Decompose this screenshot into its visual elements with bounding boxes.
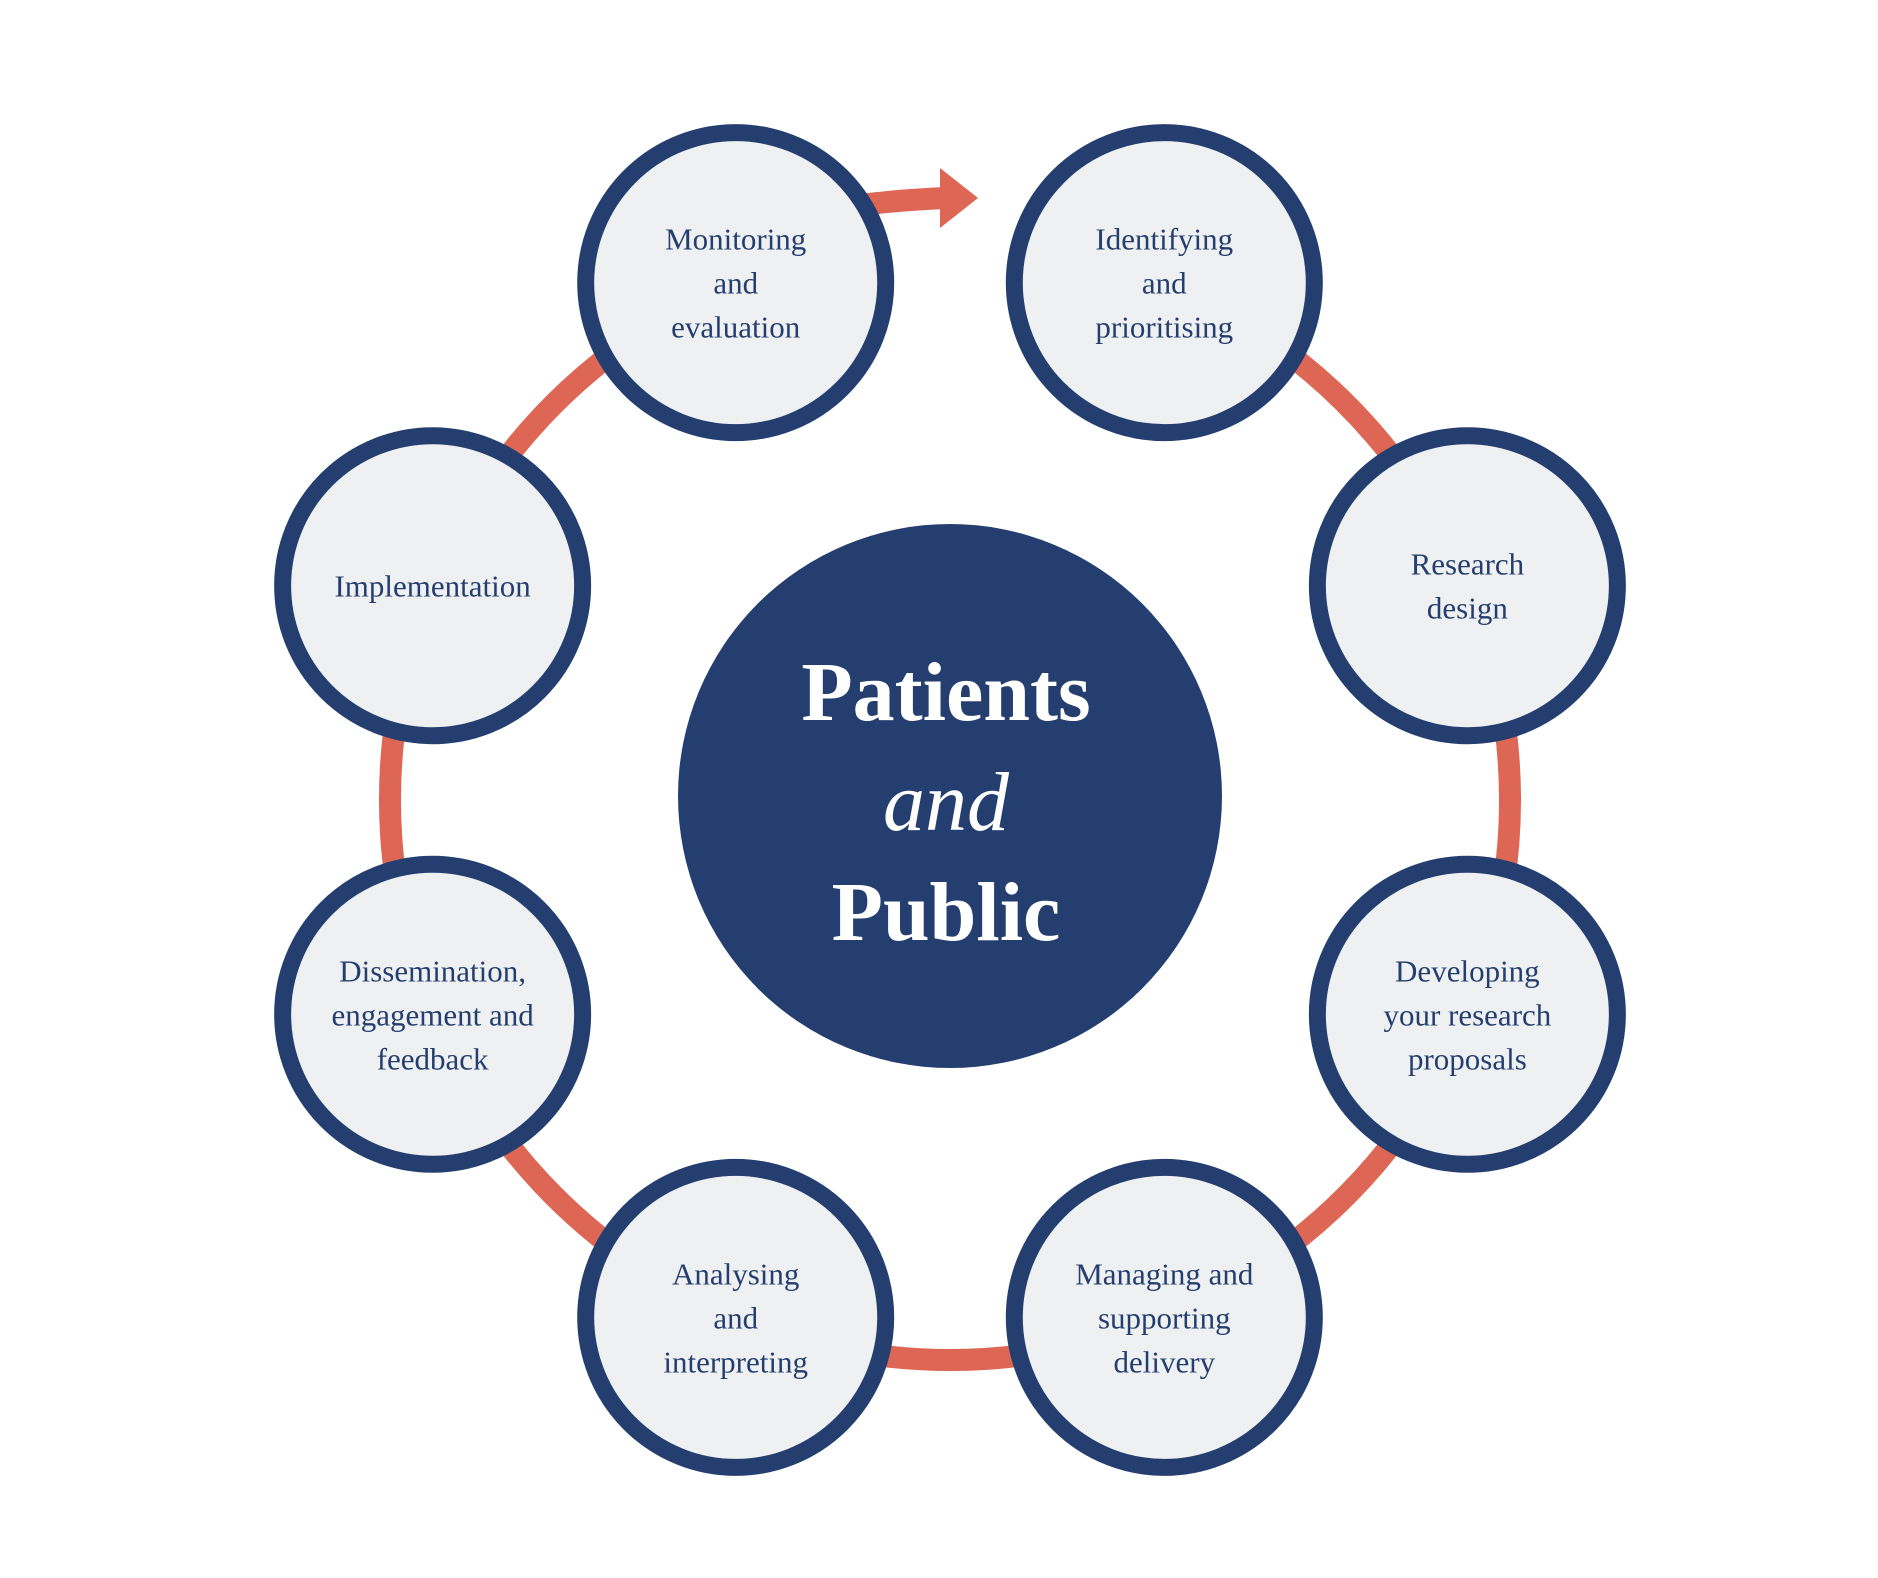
- center-title-line3: Public: [832, 866, 1061, 959]
- stage-node-monitoring: Monitoring and evaluation: [577, 124, 895, 442]
- stage-label-line: and: [713, 1300, 758, 1335]
- stage-circle: [577, 1158, 895, 1476]
- stage-label-line: design: [1427, 591, 1508, 626]
- stage-node-analysing: Analysing and interpreting: [577, 1158, 895, 1476]
- stage-label-line: your research: [1383, 997, 1551, 1032]
- stage-label-line: prioritising: [1095, 310, 1233, 345]
- stage-label-line: and: [1142, 266, 1187, 301]
- stage-circle: [1005, 124, 1323, 442]
- stage-label-line: delivery: [1114, 1344, 1216, 1379]
- stage-circle: [577, 124, 895, 442]
- stage-circle: [1308, 855, 1626, 1173]
- stage-node-research-design: Research design: [1308, 427, 1626, 745]
- stage-label-line: Analysing: [672, 1256, 799, 1291]
- stage-circle: [1005, 1158, 1323, 1476]
- stage-label-line: Implementation: [334, 569, 531, 604]
- stage-label-line: interpreting: [663, 1344, 808, 1379]
- center-circle: [678, 524, 1222, 1068]
- stage-label-line: Research: [1411, 547, 1525, 582]
- stage-node-developing: Developing your research proposals: [1308, 855, 1626, 1173]
- stage-label-line: Dissemination,: [339, 953, 526, 988]
- stage-node-managing: Managing and supporting delivery: [1005, 1158, 1323, 1476]
- stage-node-identifying: Identifying and prioritising: [1005, 124, 1323, 442]
- stage-node-implementation: Implementation: [274, 427, 592, 745]
- stage-label-line: supporting: [1098, 1300, 1231, 1335]
- stage-label-line: feedback: [377, 1041, 489, 1076]
- stage-circle: [1308, 427, 1626, 745]
- stage-label-line: evaluation: [671, 310, 801, 345]
- stage-node-dissemination: Dissemination, engagement and feedback: [274, 855, 592, 1173]
- center-title-line2: and: [883, 756, 1010, 849]
- center-title-line1: Patients: [801, 646, 1090, 739]
- stage-label-line: and: [713, 266, 758, 301]
- stage-label-line: Managing and: [1075, 1256, 1254, 1291]
- center-node: Patients and Public: [678, 524, 1222, 1068]
- stage-label-line: proposals: [1408, 1041, 1527, 1076]
- stage-label-line: Developing: [1395, 953, 1540, 988]
- cycle-arrowhead: [940, 168, 978, 228]
- stage-circle: [274, 427, 592, 745]
- stage-label-line: Identifying: [1095, 222, 1233, 257]
- stage-label-line: engagement and: [331, 997, 534, 1032]
- stage-circle: [274, 855, 592, 1173]
- stage-label-line: Monitoring: [665, 222, 806, 257]
